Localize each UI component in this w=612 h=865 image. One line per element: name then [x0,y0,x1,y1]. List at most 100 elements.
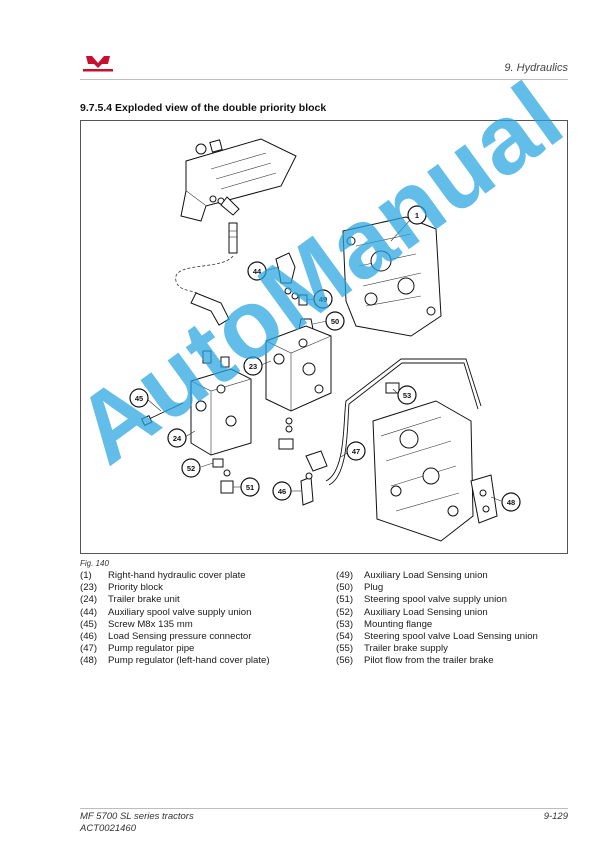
callout-48: 48 [501,492,521,512]
legend-text: Pump regulator pipe [108,643,195,655]
priority-block [265,325,332,412]
legend-item: (46) Load Sensing pressure connector [80,631,270,643]
legend-item: (55) Trailer brake supply [336,643,538,655]
callout-51: 51 [240,477,260,497]
footer-title: MF 5700 SL series tractors [80,811,194,822]
trailer-brake-unit [190,368,252,456]
legend-number: (46) [80,631,98,643]
legend-item: (1) Right-hand hydraulic cover plate [80,570,270,582]
legend-text: Priority block [108,582,163,594]
legend-number: (53) [336,618,354,630]
svg-text:49: 49 [319,295,327,304]
right-hand-cover-plate [342,216,442,337]
legend-number: (23) [80,582,98,594]
svg-text:45: 45 [135,394,143,403]
aux-ls-union-49 [298,294,308,306]
legend-number: (48) [80,655,98,667]
aux-ls-union-52 [212,458,224,468]
legend-item: (49) Auxiliary Load Sensing union [336,570,538,582]
svg-text:1: 1 [415,211,419,220]
legend-text: Mounting flange [364,618,433,630]
load-sensing-connector [300,476,314,506]
pump-regulator-pipe [325,358,482,482]
legend-number: (49) [336,570,354,581]
header-section-title: 9. Hydraulics [504,62,568,74]
legend-text: Pump regulator (left-hand cover plate) [108,655,270,667]
legend-text: Steering spool valve Load Sensing union [364,631,538,643]
callout-24: 24 [167,428,187,448]
callout-46: 46 [272,481,292,501]
screw-m8 [148,402,184,420]
legend-number: (52) [336,606,354,618]
legend-item: (47) Pump regulator pipe [80,643,270,655]
svg-text:23: 23 [249,362,257,371]
callout-52: 52 [181,458,201,478]
callout-23: 23 [243,356,263,376]
elbow-pipe [190,292,230,326]
legend-item: (56) Pilot flow from the trailer brake [336,655,538,667]
svg-text:52: 52 [187,464,195,473]
legend-text: Plug [364,582,384,594]
left-hand-cover-plate [372,400,474,542]
legend-text: Auxiliary Load Sensing union [364,606,488,618]
priority-block-fittings [278,417,328,472]
exploded-view-drawing: 1 44 49 50 23 53 45 24 47 52 51 [129,138,521,542]
pump-regulator [470,474,498,524]
legend-number: (47) [80,643,98,655]
callout-53: 53 [397,385,417,405]
legend-number: (44) [80,606,98,618]
legend-text: Screw M8x 135 mm [108,618,193,630]
callout-leaders [146,218,502,502]
callout-44: 44 [247,261,267,281]
svg-text:51: 51 [246,483,254,492]
legend-item: (48) Pump regulator (left-hand cover plat… [80,655,270,667]
legend-item: (44) Auxiliary spool valve supply union [80,607,270,619]
exploded-view-figure: 1 44 49 50 23 53 45 24 47 52 51 [80,120,568,554]
legend-item: (24)Trailer brake unit [80,594,270,606]
svg-text:24: 24 [173,434,182,443]
legend-item: (45) Screw M8x 135 mm [80,619,270,631]
svg-text:46: 46 [278,487,286,496]
legend-number: (50) [336,582,354,594]
legend-number: (24) [80,594,98,606]
legend-item: (52) Auxiliary Load Sensing union [336,607,538,619]
section-heading: 9.7.5.4 Exploded view of the double prio… [80,102,327,114]
legend-text: Load Sensing pressure connector [108,631,252,643]
callout-47: 47 [346,441,366,461]
trailer-brake-fittings [202,350,230,368]
svg-text:53: 53 [403,391,411,400]
legend-number: (45) [80,618,98,630]
legend-text: Steering spool valve supply union [364,594,507,606]
legend-item: (23) Priority block [80,582,270,594]
legend-item: (54) Steering spool valve Load Sensing un… [336,631,538,643]
legend-left-column: (1) Right-hand hydraulic cover plate (23)… [80,570,270,668]
legend-number: (1) [80,570,92,581]
legend-right-column: (49) Auxiliary Load Sensing union (50) Plu… [336,570,538,668]
figure-caption: Fig. 140 [80,559,109,568]
footer-document-code: ACT0021460 [80,823,136,834]
hose-route [175,255,234,297]
mounting-bracket [180,138,297,222]
page-number: 9-129 [543,811,568,822]
mounting-flange [385,382,400,394]
legend-item: (51) Steering spool valve supply union [336,594,538,606]
legend-text: Trailer brake supply [364,643,448,655]
legend-number: (55) [336,643,354,655]
legend-number: (54) [336,631,354,643]
callout-45: 45 [129,388,149,408]
legend-item: (50) Plug [336,582,538,594]
legend-text: Right-hand hydraulic cover plate [108,570,246,581]
aux-spool-supply-union [275,252,296,284]
legend-text: Auxiliary Load Sensing union [364,570,488,581]
callout-1: 1 [407,205,427,225]
callout-50: 50 [325,311,345,331]
header-divider [80,79,568,80]
svg-text:47: 47 [352,447,360,456]
legend-number: (56) [336,655,354,667]
legend-number: (51) [336,594,354,606]
massey-ferguson-logo [83,56,113,72]
legend-text: Pilot flow from the trailer brake [364,655,494,667]
svg-text:44: 44 [253,267,262,276]
steering-supply-union-51 [220,480,234,494]
legend-text: Auxiliary spool valve supply union [108,606,252,618]
